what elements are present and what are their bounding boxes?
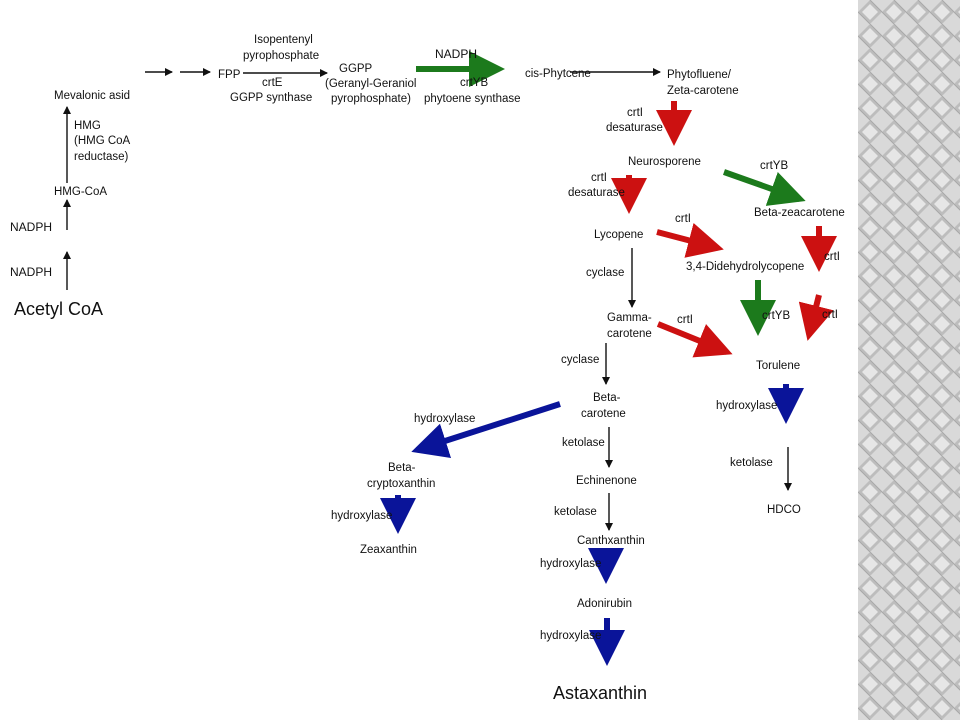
enzyme-crti-gamma: crtI [677, 314, 693, 326]
enzyme-crti-lycopene: crtI [675, 213, 691, 225]
enzyme-phytoene-synthase: phytoene synthase [424, 93, 521, 105]
enzyme-crti-zeacarotene-1: crtI [824, 251, 840, 263]
enzyme-ketolase-2: ketolase [554, 506, 597, 518]
labels: Mevalonic asid HMG (HMG CoA reductase) H… [10, 34, 845, 703]
node-gamma-carotene-line1: Gamma- [607, 312, 652, 324]
enzyme-hmg-coa-reductase-line1: (HMG CoA [74, 135, 131, 147]
enzyme-hmg: HMG [74, 120, 101, 132]
node-cis-phytoene: cis-Phytcene [525, 68, 591, 80]
node-didehydrolycopene: 3,4-Didehydrolycopene [686, 261, 804, 273]
node-hmg-coa: HMG-CoA [54, 186, 107, 198]
enzyme-cyclase-1: cyclase [586, 267, 624, 279]
enzyme-crtyb-didehydrolycopene: crtYB [762, 310, 790, 322]
enzyme-crtyb-neurosporene: crtYB [760, 160, 788, 172]
node-ggpp-full-line2: pyrophosphate) [331, 93, 411, 105]
enzyme-crti-desaturase-2: crtI [591, 172, 607, 184]
arrow-zeacarotene-crti-2 [798, 294, 834, 341]
enzyme-hydroxylase-zeaxanthin: hydroxylase [331, 510, 392, 522]
node-isopentenyl-line1: Isopentenyl [254, 34, 313, 46]
enzyme-hydroxylase-torulene: hydroxylase [716, 400, 777, 412]
enzyme-hydroxylase-canthaxanthin: hydroxylase [540, 558, 601, 570]
arrow-neurosporene-to-zeacarotene [722, 169, 806, 206]
enzyme-crtyb-top: crtYB [460, 77, 488, 89]
checkered-side-panel [858, 0, 960, 720]
enzyme-cyclase-2: cyclase [561, 354, 599, 366]
enzyme-crti-zeacarotene-2: crtI [822, 309, 838, 321]
cofactor-nadph-upper: NADPH [10, 220, 52, 234]
node-isopentenyl-line2: pyrophosphate [243, 50, 319, 62]
enzyme-crte: crtE [262, 77, 283, 89]
enzyme-crti-desaturase-2-line2: desaturase [568, 187, 625, 199]
node-lycopene: Lycopene [594, 229, 643, 241]
enzyme-ketolase-1: ketolase [562, 437, 605, 449]
node-mevalonic-acid: Mevalonic asid [54, 90, 130, 102]
node-ggpp-full-line1: (Geranyl-Geraniol [325, 78, 416, 90]
astaxanthin-pathway-diagram: Mevalonic asid HMG (HMG CoA reductase) H… [10, 34, 845, 703]
node-adonirubin: Adonirubin [577, 598, 632, 610]
node-fpp: FPP [218, 69, 241, 81]
node-beta-cryptoxanthin-line2: cryptoxanthin [367, 478, 435, 490]
node-zeta-carotene: Zeta-carotene [667, 85, 739, 97]
node-astaxanthin: Astaxanthin [553, 683, 647, 703]
enzyme-crti-desaturase-1-line2: desaturase [606, 122, 663, 134]
node-gamma-carotene-line2: carotene [607, 328, 652, 340]
enzyme-ketolase-torulene: ketolase [730, 457, 773, 469]
node-ggpp: GGPP [339, 63, 373, 75]
arrow-lycopene-to-didehydrolycopene [656, 222, 724, 258]
enzyme-crti-desaturase-1: crtI [627, 107, 643, 119]
cofactor-nadph-lower: NADPH [10, 265, 52, 279]
arrow-gamma-to-torulene [656, 321, 733, 358]
red-arrows [611, 101, 837, 358]
node-acetyl-coa: Acetyl CoA [14, 299, 103, 319]
enzyme-ggpp-synthase: GGPP synthase [230, 92, 312, 104]
node-echinenone: Echinenone [576, 475, 637, 487]
arrow-betacarotene-to-cryptoxanthin [411, 401, 561, 458]
node-phytofluene: Phytofluene/ [667, 69, 732, 81]
node-hdco: HDCO [767, 504, 801, 516]
green-arrows [416, 51, 806, 336]
enzyme-hmg-coa-reductase-line2: reductase) [74, 151, 129, 163]
node-beta-cryptoxanthin-line1: Beta- [388, 462, 416, 474]
black-arrows [63, 68, 792, 531]
node-canthaxanthin: Canthxanthin [577, 535, 645, 547]
blue-arrows [380, 384, 804, 666]
node-beta-zeacarotene: Beta-zeacarotene [754, 207, 845, 219]
node-beta-carotene-line2: carotene [581, 408, 626, 420]
enzyme-hydroxylase-betacarotene: hydroxylase [414, 413, 475, 425]
cofactor-nadph-top: NADPH [435, 47, 477, 61]
node-beta-carotene-line1: Beta- [593, 392, 621, 404]
node-torulene: Torulene [756, 360, 800, 372]
node-neurosporene: Neurosporene [628, 156, 701, 168]
node-zeaxanthin: Zeaxanthin [360, 544, 417, 556]
enzyme-hydroxylase-adonirubin: hydroxylase [540, 630, 601, 642]
